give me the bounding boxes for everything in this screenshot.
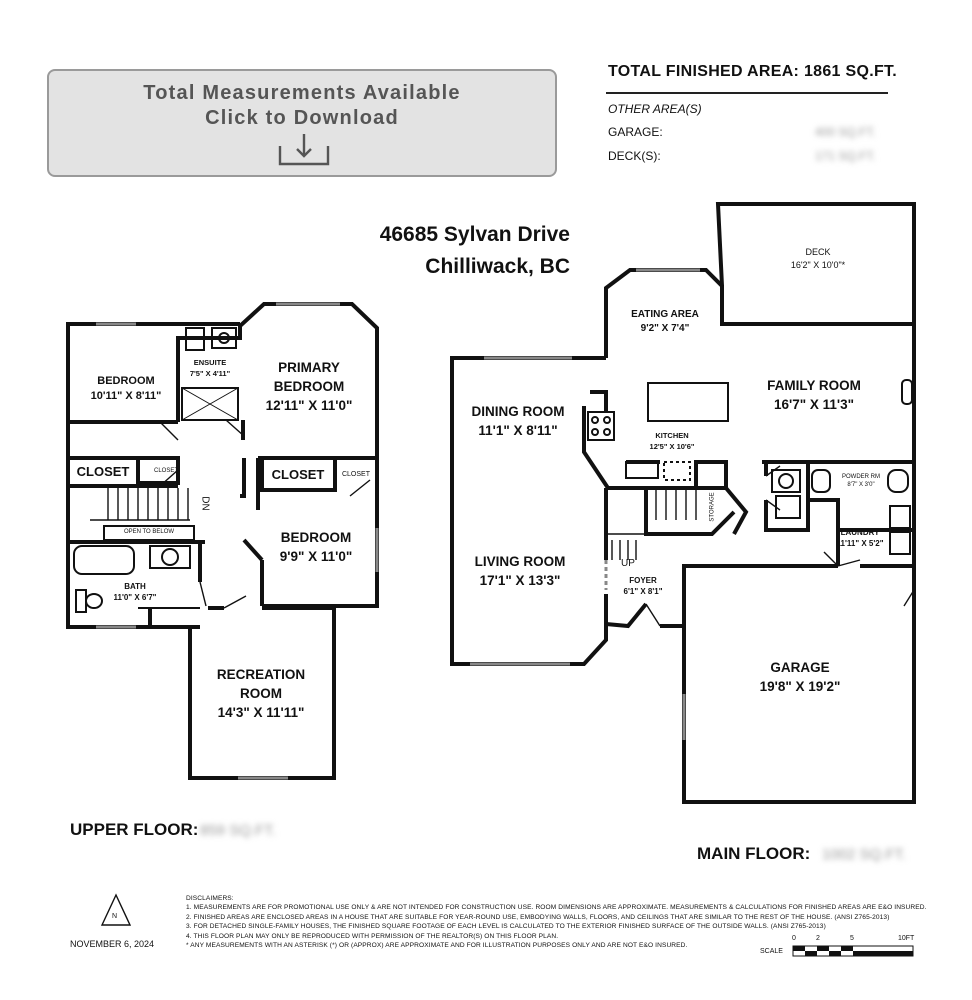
stairs-up-label: UP	[621, 558, 635, 569]
closet-left: CLOSET	[76, 464, 130, 479]
download-measurements-button[interactable]: Total Measurements Available Click to Do…	[47, 69, 557, 177]
plan-date: NOVEMBER 6, 2024	[70, 939, 155, 949]
room-powder: POWDER RM 8'7" X 3'0"	[842, 474, 880, 488]
closet-mid: CLOSET	[271, 467, 325, 482]
upper-stairs	[90, 488, 190, 521]
deck-area-label: DECK(S):	[608, 149, 661, 163]
scale-label: SCALE	[760, 948, 783, 955]
north-arrow-icon	[100, 893, 132, 926]
room-family: FAMILY ROOM 16'7" X 11'3"	[767, 378, 861, 412]
disclaimers: DISCLAIMERS: 1. MEASUREMENTS ARE FOR PRO…	[186, 895, 927, 950]
room-laundry: LAUNDRY 11'11" X 5'2"	[836, 528, 884, 548]
main-floor-area: 1002 SQ.FT.	[822, 846, 907, 863]
room-primary-bedroom: PRIMARY BEDROOM 12'11" X 11'0"	[265, 360, 353, 413]
room-deck: DECK 16'2" X 10'0"*	[790, 247, 846, 270]
room-bedroom2: BEDROOM 10'11" X 8'11"	[90, 375, 162, 402]
closet-small: CLOSET	[153, 468, 178, 474]
address-city: Chilliwack, BC	[425, 255, 570, 278]
total-finished-area: TOTAL FINISHED AREA: 1861 SQ.FT.	[608, 63, 898, 80]
room-bedroom3: BEDROOM 9'9" X 11'0"	[279, 530, 353, 564]
main-stairs	[608, 490, 697, 560]
door-swings	[159, 419, 915, 627]
scale-tick-0: 0	[792, 935, 796, 942]
download-line2: Click to Download	[205, 107, 399, 129]
main-floor-label: MAIN FLOOR:	[697, 844, 811, 863]
garage-area-label: GARAGE:	[608, 125, 663, 139]
bath-fixtures	[73, 327, 237, 613]
scale-tick-5: 5	[850, 935, 854, 942]
deck-area-value: 171 SQ.FT.	[815, 149, 876, 163]
room-kitchen: KITCHEN 12'5" X 10'6"	[649, 431, 695, 451]
other-areas-heading: OTHER AREA(S)	[608, 102, 702, 116]
room-ensuite: ENSUITE 7'5" X 4'11"	[189, 358, 231, 378]
room-bath: BATH 11'0" X 6'7"	[113, 582, 157, 602]
address-street: 46685 Sylvan Drive	[379, 223, 570, 246]
scale-tick-2: 2	[816, 935, 820, 942]
room-recreation: RECREATION ROOM 14'3" X 11'11"	[216, 667, 306, 720]
windows	[96, 268, 700, 780]
scale-bar	[792, 945, 914, 957]
room-dining: DINING ROOM 11'1" X 8'11"	[471, 404, 565, 438]
area-divider	[606, 92, 888, 94]
north-label: N	[112, 913, 118, 920]
stairs-down-label: DN	[199, 496, 211, 511]
upper-floor-label: UPPER FLOOR:	[70, 820, 199, 839]
garage-area-value: 400 SQ.FT.	[815, 125, 876, 139]
upper-floor-area: 859 SQ.FT.	[200, 822, 276, 839]
download-icon	[278, 134, 330, 166]
room-foyer: FOYER 6'1" X 8'1"	[623, 576, 663, 596]
storage-label: STORAGE	[709, 492, 716, 522]
kitchen-fixtures	[587, 379, 913, 555]
download-line1: Total Measurements Available	[143, 82, 461, 104]
closet-right: CLOSET	[341, 471, 370, 478]
room-eating-area: EATING AREA 9'2" X 7'4"	[631, 309, 699, 334]
room-living: LIVING ROOM 17'1" X 13'3"	[474, 554, 566, 588]
open-to-below: OPEN TO BELOW	[123, 529, 175, 535]
room-garage: GARAGE 19'8" X 19'2"	[759, 660, 841, 694]
scale-tick-10: 10FT	[898, 935, 915, 942]
